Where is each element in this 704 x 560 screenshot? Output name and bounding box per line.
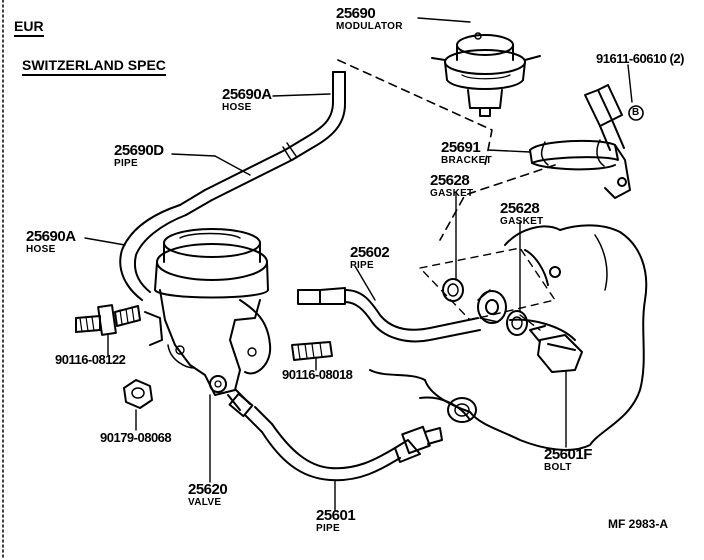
valve-drawing [144, 228, 272, 396]
figure-code: MF 2983-A [608, 517, 669, 531]
part-name: HOSE [26, 244, 56, 255]
part-name: GASKET [430, 188, 474, 199]
part-number: 25690A [222, 86, 272, 103]
part-number: 25690A [26, 228, 76, 245]
lower-hose-drawing [119, 204, 187, 301]
part-label-bolt: 25601F BOLT [544, 447, 592, 473]
callout-marker: B [632, 107, 640, 118]
part-label-pipe-25602: 25602 PIPE [350, 244, 390, 271]
nut-drawing [123, 379, 153, 409]
part-label-hose-lower: 25690A HOSE [26, 229, 76, 255]
pipe-d-drawing [179, 137, 313, 216]
part-name: GASKET [500, 216, 544, 227]
part-label-stud-1: 90116-08122 [55, 352, 126, 367]
part-label-gasket-2: 25628 GASKET [500, 201, 543, 227]
part-number: 91611-60610 (2) [596, 51, 684, 66]
part-label-nut: 90179-08068 [100, 430, 172, 445]
pipe-25602-drawing [297, 287, 507, 343]
part-number: 25628 [500, 200, 540, 217]
part-label-hose-upper: 25690A HOSE [222, 87, 272, 113]
part-name: PIPE [316, 523, 340, 534]
part-name: HOSE [222, 102, 252, 113]
part-label-pipe-25601: 25601 PIPE [316, 507, 356, 534]
part-label-modulator: 25690 MODULATOR [336, 6, 403, 32]
part-number: 25690 [336, 5, 376, 22]
part-label-bracket: 25691 BRACKET [441, 140, 492, 166]
gasket-drawings [442, 278, 528, 336]
part-label-valve: 25620 VALVE [188, 481, 228, 508]
part-label-clip: 91611-60610 (2) [596, 52, 684, 65]
part-number: 90116-08018 [282, 367, 353, 382]
part-label-gasket-1: 25628 GASKET [430, 173, 473, 199]
part-name: PIPE [350, 260, 374, 271]
part-name: BOLT [544, 462, 572, 473]
pipe-25601-drawing [227, 389, 443, 482]
part-number: 25691 [441, 139, 481, 156]
bolt-drawing [529, 325, 583, 373]
part-number: 25690D [114, 142, 164, 159]
stud-1-drawing [75, 304, 141, 336]
leader-lines [84, 17, 567, 511]
part-number: 25601 [316, 507, 356, 524]
part-number: 25601F [544, 446, 592, 463]
part-name: BRACKET [441, 155, 492, 166]
part-name: PIPE [114, 158, 138, 169]
spec-label: SWITZERLAND SPEC [22, 57, 166, 76]
part-name: MODULATOR [336, 21, 403, 32]
part-number: 25602 [350, 244, 390, 261]
bracket-drawing [529, 84, 631, 199]
stud-2-drawing [291, 341, 333, 361]
part-label-stud-2: 90116-08018 [282, 367, 353, 382]
part-label-pipe-d: 25690D PIPE [114, 143, 164, 169]
part-number: 90116-08122 [55, 352, 126, 367]
region-label: EUR [14, 18, 44, 37]
part-number: 90179-08068 [100, 430, 172, 445]
upper-hose-drawing [304, 71, 346, 149]
modulator-drawing [431, 32, 541, 117]
part-name: VALVE [188, 497, 222, 508]
part-number: 25628 [430, 172, 470, 189]
part-number: 25620 [188, 481, 228, 498]
